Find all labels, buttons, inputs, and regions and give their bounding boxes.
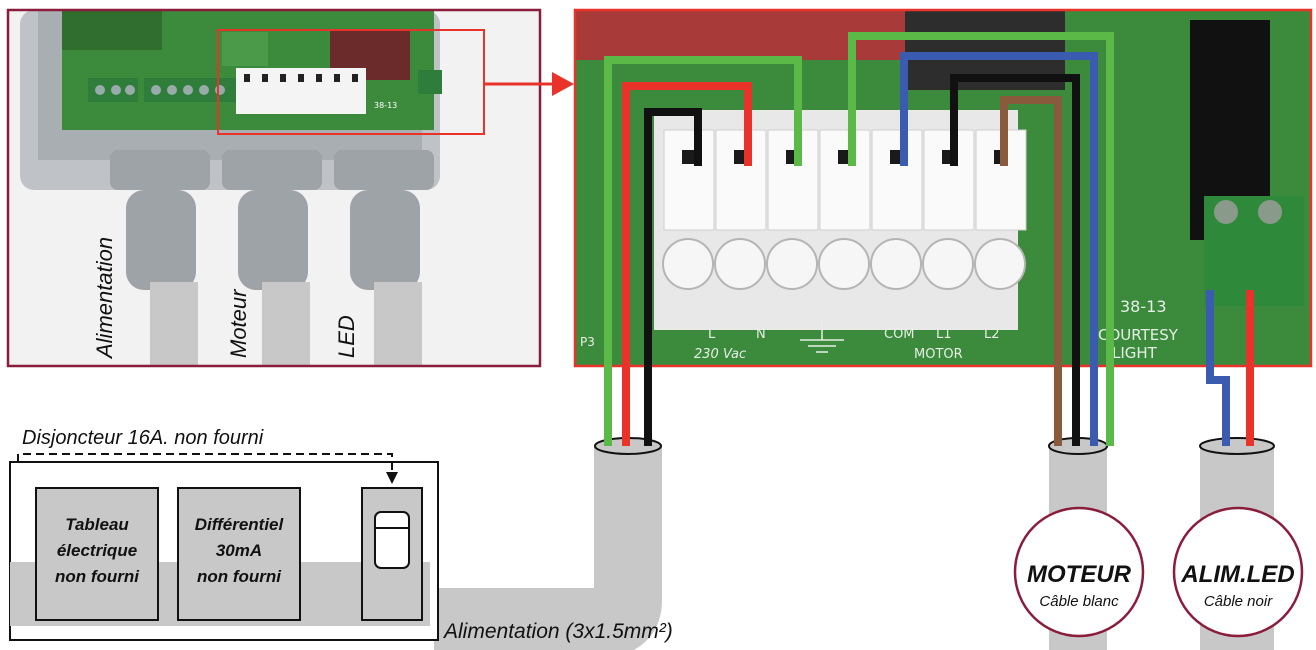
terminal-label-l2: L2 xyxy=(984,327,1000,342)
enclosure-photo-frame xyxy=(6,8,542,368)
led-cable-badge: ALIM.LED Câble noir xyxy=(1172,506,1304,638)
breaker-caption-leader xyxy=(17,453,393,474)
differential-line3: non fourni xyxy=(197,567,282,586)
wire-blue-motor xyxy=(900,52,1098,446)
motor-cable-subtitle: Câble blanc xyxy=(1039,593,1119,610)
terminal-label-com: COM xyxy=(884,327,915,342)
p3-label: P3 xyxy=(580,335,595,349)
motor-cable-title: MOTEUR xyxy=(1027,561,1132,588)
motor-cable-badge: MOTEUR Câble blanc xyxy=(1013,506,1145,638)
closeup-photo-frame xyxy=(573,8,1313,368)
power-gland-label: Alimentation xyxy=(92,237,117,360)
right-board-text: 38-13 xyxy=(1120,297,1167,316)
power-cable-label: Alimentation (3x1.5mm²) xyxy=(442,620,673,643)
electrical-panel-group: Tableau électrique non fourni Différenti… xyxy=(9,427,673,643)
wire-black-neutral xyxy=(644,108,702,446)
courtesy-label-line1: COURTESY xyxy=(1098,326,1179,344)
terminal-closeup-photo: L N COM L1 L2 230 Vac MOTOR 38-13 COURTE… xyxy=(573,8,1313,368)
led-gland-label: LED xyxy=(334,315,359,358)
wire-green-earth xyxy=(604,56,802,446)
terminal-label-l1: L1 xyxy=(936,327,952,342)
courtesy-label-line2: LIGHT xyxy=(1112,344,1158,362)
led-cable-subtitle: Câble noir xyxy=(1204,593,1273,610)
terminal-label-l: L xyxy=(708,327,716,342)
panel-line2: électrique xyxy=(57,541,137,560)
terminal-highlight-box xyxy=(217,29,485,135)
zoom-arrow xyxy=(484,72,574,96)
led-cable-title: ALIM.LED xyxy=(1180,561,1294,588)
motor-wires xyxy=(848,32,1114,446)
motor-gland-label: Moteur xyxy=(226,288,251,358)
breaker-caption: Disjoncteur 16A. non fourni xyxy=(22,427,264,449)
panel-line3: non fourni xyxy=(55,567,140,586)
differential-box xyxy=(177,487,301,621)
wire-green-motor xyxy=(848,32,1114,446)
terminal-label-n: N xyxy=(756,327,766,342)
wire-blue-led xyxy=(1206,290,1230,446)
breaker-switch-icon xyxy=(374,511,410,569)
left-board-text: 38-13 xyxy=(374,101,397,110)
differential-line1: Différentiel xyxy=(195,515,285,534)
led-wires xyxy=(1206,290,1254,446)
wire-brown-motor xyxy=(1000,96,1062,446)
wire-red-line xyxy=(622,82,752,446)
panel-box xyxy=(35,487,159,621)
wire-black-motor xyxy=(950,74,1080,446)
power-wires xyxy=(604,56,802,446)
panel-line1: Tableau xyxy=(65,515,129,534)
enclosure-photo: 38-13 Alimentation Moteur LED xyxy=(6,8,542,368)
power-cable xyxy=(434,437,662,650)
motor-group-label: MOTOR xyxy=(914,347,963,362)
voltage-label: 230 Vac xyxy=(694,347,746,362)
differential-line2: 30mA xyxy=(216,541,262,560)
